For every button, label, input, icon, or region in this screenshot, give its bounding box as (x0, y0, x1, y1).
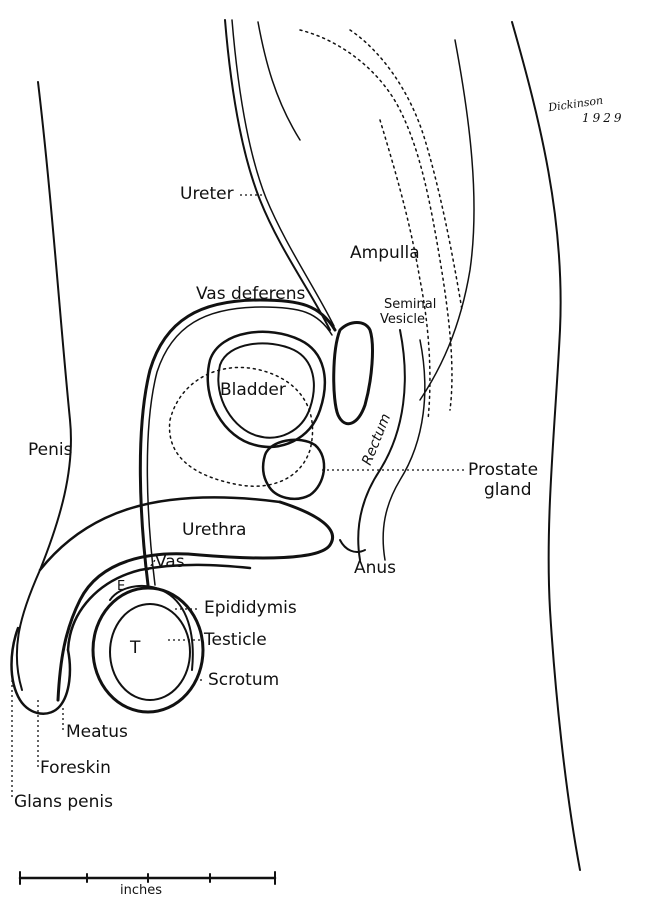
scrotum-label: Scrotum (208, 672, 279, 689)
prostate-outline (263, 440, 324, 499)
spine-front (258, 22, 300, 140)
seminal-vesicle (334, 323, 373, 424)
scale-unit-label: inches (120, 884, 162, 897)
epididymis-label: Epididymis (204, 600, 297, 617)
meatus-label: Meatus (66, 724, 128, 741)
back-outline (512, 22, 580, 870)
vesicle-label: Vesicle (380, 313, 425, 326)
vas-label: Vas (155, 554, 185, 571)
epididymis-marker: E (117, 580, 125, 593)
anus-label: Anus (354, 560, 396, 577)
bladder-label: Bladder (220, 382, 286, 399)
testicle-label: Testicle (204, 632, 267, 649)
penis-label: Penis (28, 442, 72, 459)
urethra-label: Urethra (182, 522, 246, 539)
testicle-marker: T (130, 640, 140, 657)
seminal-label: Seminal (384, 298, 436, 311)
prostate-label: Prostate (468, 462, 538, 479)
ampulla-label: Ampulla (350, 245, 420, 262)
gland-label: gland (484, 482, 532, 499)
artist-signature: Dickinson 1929 (548, 96, 625, 125)
sacrum-dotted-2 (350, 30, 462, 310)
anus-line (340, 540, 365, 552)
vas-deferens-label: Vas deferens (196, 286, 305, 303)
spine-back (420, 40, 474, 400)
glans-penis-label: Glans penis (14, 794, 113, 811)
ureter-label: Ureter (180, 186, 234, 203)
ureter-line-inner (232, 20, 334, 326)
sacrum-dotted (300, 30, 452, 410)
testicle-outline (110, 604, 190, 700)
foreskin-label: Foreskin (40, 760, 111, 777)
abdomen-outline (17, 82, 71, 690)
vas-deferens-line-inner (147, 307, 332, 585)
